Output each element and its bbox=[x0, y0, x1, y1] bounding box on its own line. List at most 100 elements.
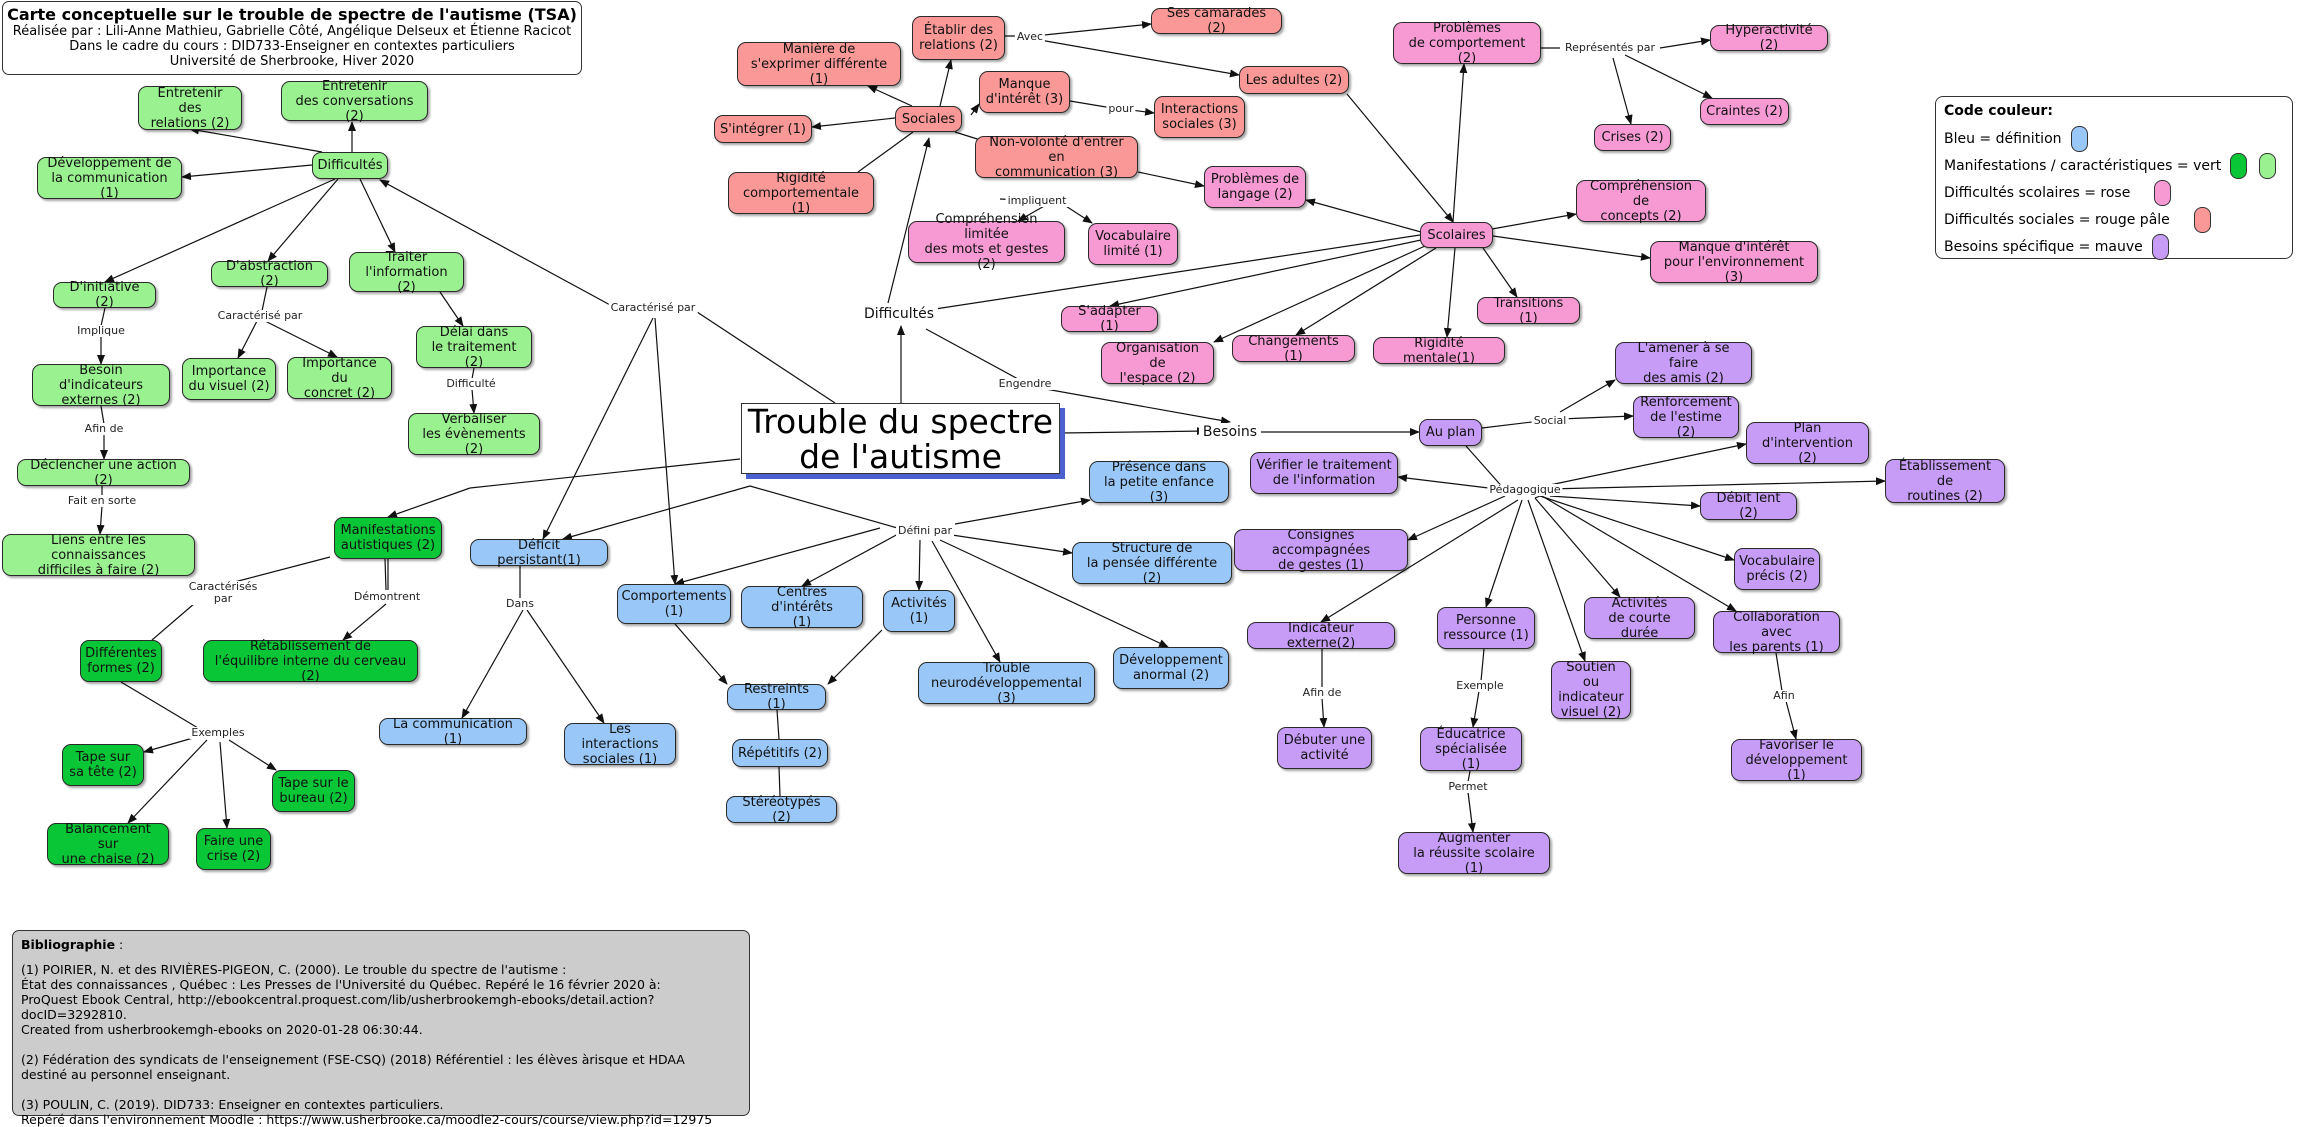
node-verbaliser[interactable]: Verbaliser les évènements (2) bbox=[408, 412, 540, 457]
connector-48 bbox=[526, 609, 605, 724]
node-besoin-indicateurs[interactable]: Besoin d'indicateurs externes (2) bbox=[32, 363, 170, 408]
node-rigidite-comportementale[interactable]: Rigidité comportementale (1) bbox=[728, 171, 874, 216]
connector-40 bbox=[951, 534, 1073, 556]
node-ses-camarades[interactable]: Ses camarades (2) bbox=[1151, 6, 1282, 36]
node-comprehension-concepts[interactable]: Compréhension de concepts (2) bbox=[1576, 179, 1706, 224]
node-interactions-sociales-red[interactable]: Interactions sociales (3) bbox=[1154, 96, 1245, 138]
node-scolaires[interactable]: Scolaires bbox=[1420, 222, 1493, 248]
central-concept[interactable]: Trouble du spectre de l'autisme bbox=[741, 403, 1060, 474]
node-comportements[interactable]: Comportements (1) bbox=[617, 584, 731, 624]
node-debit-lent[interactable]: Débit lent (2) bbox=[1700, 491, 1797, 521]
node-tape-tete[interactable]: Tape sur sa tête (2) bbox=[62, 744, 144, 786]
node-delai-traitement[interactable]: Délai dans le traitement (2) bbox=[416, 325, 532, 370]
legend-row-red: Difficultés sociales = rouge pâle bbox=[1944, 206, 2284, 233]
connector-74 bbox=[1491, 211, 1577, 230]
node-problemes-langage[interactable]: Problèmes de langage (2) bbox=[1204, 166, 1306, 208]
connector-3 bbox=[104, 178, 336, 283]
legend-row-blue: Bleu = définition bbox=[1944, 125, 2284, 152]
connector-106 bbox=[1467, 791, 1476, 833]
node-problemes-comportement[interactable]: Problèmes de comportement (2) bbox=[1393, 21, 1541, 66]
node-renforcement-estime[interactable]: Renforcement de l'estime (2) bbox=[1633, 395, 1739, 440]
node-les-adultes[interactable]: Les adultes (2) bbox=[1239, 66, 1349, 94]
node-structure-pensee[interactable]: Structure de la pensée différente (2) bbox=[1072, 541, 1232, 586]
node-changements[interactable]: Changements (1) bbox=[1232, 334, 1355, 364]
node-etablir-relations[interactable]: Établir des relations (2) bbox=[912, 16, 1005, 60]
link-label-impliquent: impliquent bbox=[1005, 194, 1069, 207]
node-repetitifs[interactable]: Répétitifs (2) bbox=[732, 739, 828, 767]
node-traiter-info[interactable]: Traiter l'information (2) bbox=[349, 250, 464, 295]
node-non-volonte[interactable]: Non-volonté d'entrer en communication (3… bbox=[975, 135, 1138, 180]
node-restreints[interactable]: Restreints (1) bbox=[727, 682, 826, 712]
connector-38 bbox=[931, 540, 1001, 663]
node-initiative[interactable]: D'initiative (2) bbox=[53, 280, 156, 310]
node-craintes[interactable]: Craintes (2) bbox=[1700, 98, 1789, 125]
connector-45 bbox=[776, 709, 780, 740]
node-communication[interactable]: La communication (1) bbox=[379, 717, 527, 747]
node-trouble-neurodev[interactable]: Trouble neurodéveloppemental (3) bbox=[918, 661, 1095, 706]
node-balancement[interactable]: Balancement sur une chaise (2) bbox=[47, 822, 169, 867]
node-vocabulaire-limite[interactable]: Vocabulaire limité (1) bbox=[1088, 223, 1178, 265]
node-abstraction[interactable]: D'abstraction (2) bbox=[211, 259, 328, 289]
node-difficultes-green[interactable]: Difficultés bbox=[312, 152, 388, 179]
node-manque-interet-env[interactable]: Manque d'intérêt pour l'environnement (3… bbox=[1650, 240, 1818, 285]
node-rigidite-mentale[interactable]: Rigidité mentale(1) bbox=[1373, 336, 1505, 366]
node-centres-interets[interactable]: Centres d'intérêts (1) bbox=[741, 585, 863, 630]
node-entretenir-conversations[interactable]: Entretenir des conversations (2) bbox=[281, 79, 428, 124]
node-interactions-sociales-blue[interactable]: Les interactions sociales (1) bbox=[564, 722, 676, 767]
node-soutien-indicateur[interactable]: Soutien ou indicateur visuel (2) bbox=[1551, 660, 1631, 720]
node-entretenir-relations[interactable]: Entretenir des relations (2) bbox=[138, 86, 242, 131]
node-organisation-espace[interactable]: Organisation de l'espace (2) bbox=[1101, 341, 1214, 386]
node-importance-concret[interactable]: Importance du concret (2) bbox=[287, 356, 392, 401]
title-block: Carte conceptuelle sur le trouble de spe… bbox=[2, 1, 582, 75]
node-etablissement-routines[interactable]: Établissement de routines (2) bbox=[1885, 459, 2005, 504]
node-verifier-traitement[interactable]: Vérifier le traitement de l'information bbox=[1250, 452, 1398, 494]
node-liens-connaissances[interactable]: Liens entre les connaissances difficiles… bbox=[2, 533, 195, 578]
node-debuter-activite[interactable]: Débuter une activité bbox=[1277, 727, 1372, 769]
link-label-defini-par: Défini par bbox=[896, 524, 954, 537]
node-dev-communication[interactable]: Développement de la communication (1) bbox=[37, 156, 182, 201]
node-activites-courte[interactable]: Activités de courte durée bbox=[1584, 596, 1695, 641]
connector-12 bbox=[261, 286, 268, 312]
besoins-hub: Besoins bbox=[1198, 423, 1262, 441]
node-plan-intervention[interactable]: Plan d'intervention (2) bbox=[1746, 421, 1869, 466]
node-indicateur-externe[interactable]: Indicateur externe(2) bbox=[1247, 621, 1395, 651]
node-sintegrer[interactable]: S'intégrer (1) bbox=[714, 115, 812, 143]
node-sociales[interactable]: Sociales bbox=[895, 106, 962, 132]
node-au-plan[interactable]: Au plan bbox=[1419, 419, 1482, 446]
link-label-demontrent: Démontrent bbox=[351, 590, 423, 603]
node-presence-enfance[interactable]: Présence dans la petite enfance (3) bbox=[1089, 460, 1229, 505]
node-maniere-exprimer[interactable]: Manière de s'exprimer différente (1) bbox=[737, 42, 901, 87]
node-manque-interet[interactable]: Manque d'intérêt (3) bbox=[979, 71, 1070, 113]
node-developpement-anormal[interactable]: Développement anormal (2) bbox=[1113, 647, 1229, 689]
connector-21 bbox=[222, 556, 331, 586]
node-transitions[interactable]: Transitions (1) bbox=[1477, 296, 1580, 326]
node-stereotypes[interactable]: Stéréotypés (2) bbox=[726, 795, 837, 825]
node-importance-visuel[interactable]: Importance du visuel (2) bbox=[182, 358, 276, 400]
node-manifestations-autistiques[interactable]: Manifestations autistiques (2) bbox=[334, 517, 442, 559]
node-deficit-persistant[interactable]: Déficit persistant(1) bbox=[470, 538, 608, 568]
connector-33 bbox=[654, 317, 679, 585]
connector-46 bbox=[778, 766, 781, 797]
node-educatrice[interactable]: Éducatrice spécialisée (1) bbox=[1420, 727, 1522, 772]
node-comprehension-limitee[interactable]: Compréhension limitée des mots et gestes… bbox=[908, 212, 1065, 272]
node-sadapter[interactable]: S'adapter (1) bbox=[1061, 304, 1158, 334]
node-augmenter-reussite[interactable]: Augmenter la réussite scolaire (1) bbox=[1398, 831, 1550, 876]
node-consignes-gestes[interactable]: Consignes accompagnées de gestes (1) bbox=[1234, 528, 1408, 573]
connector-57 bbox=[939, 59, 953, 107]
node-differentes-formes[interactable]: Différentes formes (2) bbox=[80, 640, 162, 682]
node-personne-ressource[interactable]: Personne ressource (1) bbox=[1437, 607, 1535, 649]
node-tape-bureau[interactable]: Tape sur le bureau (2) bbox=[272, 770, 355, 812]
node-crises[interactable]: Crises (2) bbox=[1594, 124, 1671, 151]
node-faire-crise[interactable]: Faire une crise (2) bbox=[196, 828, 271, 870]
node-hyperactivite[interactable]: Hyperactivité (2) bbox=[1710, 23, 1828, 53]
node-retablissement[interactable]: Rétablissement de l'équilibre interne du… bbox=[203, 639, 418, 684]
node-collaboration-parents[interactable]: Collaboration avec les parents (1) bbox=[1713, 610, 1840, 655]
node-activites-blue[interactable]: Activités (1) bbox=[883, 590, 955, 632]
node-vocabulaire-precis[interactable]: Vocabulaire précis (2) bbox=[1734, 548, 1820, 590]
node-favoriser-dev[interactable]: Favoriser le développement (1) bbox=[1731, 738, 1862, 783]
connector-102 bbox=[1319, 697, 1328, 728]
link-label-caracterise-par-top: Caractérisé par bbox=[608, 301, 698, 314]
node-declencher-action[interactable]: Déclencher une action (2) bbox=[17, 458, 190, 488]
node-amener-amis[interactable]: L'amener à se faire des amis (2) bbox=[1615, 341, 1752, 386]
